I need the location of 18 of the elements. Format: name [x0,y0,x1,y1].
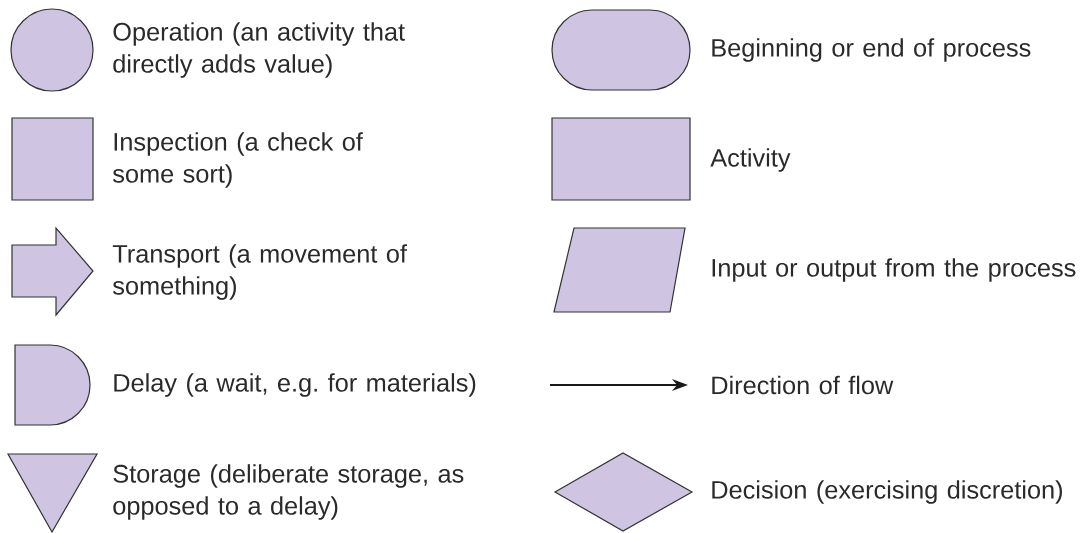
legend-text: Direction of flow [712,375,894,395]
parallelogram-symbol [553,227,686,313]
rectangle-symbol [11,117,94,201]
block-arrow-symbol [11,226,94,317]
legend-text: Operation (an activity that directly adds value) [113,22,405,78]
half-round-symbol [14,344,91,426]
rectangle-symbol [551,117,691,201]
legend-text: Storage (deliberate storage, as opposed to a delay) [113,464,464,520]
legend-text: Inspection (a check of some sort) [113,132,363,188]
legend-text: Input or output from the process [712,258,1076,282]
legend-text: Decision (exercising discretion) [712,480,1062,504]
legend-text: Beginning or end of process [712,38,1031,62]
triangle-symbol [7,453,99,533]
legend-text: Activity [710,148,791,172]
legend-text: Transport (a movement of something) [112,244,407,300]
circle-symbol [10,8,94,92]
rounded-symbol [551,9,691,91]
legend-text: Delay (a wait, e.g. for materials) [114,373,476,397]
